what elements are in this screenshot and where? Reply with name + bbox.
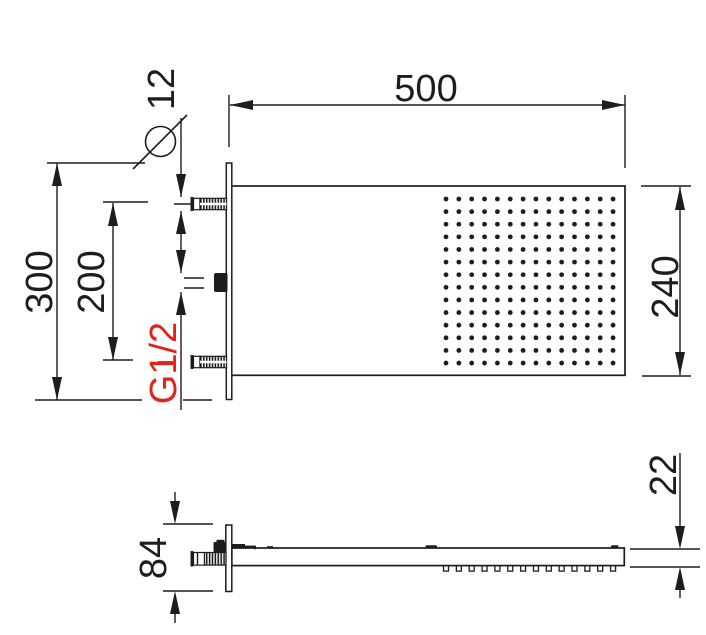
dim-label-bolt-spacing: 200 [71,250,113,313]
mounting-plate-side [225,524,233,593]
arrow-down [52,377,62,400]
dim-panel-thickness-22: 22 [630,453,700,598]
inlet-elbow [213,542,227,552]
arrow-up [52,163,62,186]
diameter-symbol [132,114,188,170]
arrow-down [675,352,685,375]
arrow-up [675,187,685,210]
nozzle-row [442,565,617,572]
supply-pipe-thin [245,545,254,549]
inlet-elbow-step [216,539,225,544]
bolt-cap [190,355,194,369]
dim-bolt-spacing-200: 200 [71,201,148,361]
bolt-cap [190,197,194,211]
dim-side-height-84: 84 [133,492,213,623]
supply-pipe [231,544,245,549]
mounting-bolt-top [190,197,228,211]
dim-label-panel-thickness: 22 [643,454,685,496]
bolt-tip [192,355,201,369]
bolt-thread [203,551,227,566]
bolt-tip [192,197,201,211]
top-clip-right [611,545,619,549]
dim-label-panel-height: 240 [645,255,687,318]
arrow-up-inlet [176,292,186,315]
mounting-bolt-side [190,551,227,567]
bolt-cap [190,551,194,567]
dim-width-500: 500 [228,68,626,168]
arrow-down [170,501,180,524]
front-view [190,162,626,401]
dim-label-plate-height: 300 [19,250,61,313]
shower-panel-front [230,185,626,377]
shower-panel-side [230,547,626,567]
dim-plate-height-300: 300 [19,162,212,401]
dim-panel-height-240: 240 [641,185,691,377]
mounting-bolt-bottom [190,355,228,369]
arrow-down [108,337,118,360]
dim-bolt-diameter-12: 12 G1/2 [132,68,204,410]
dim-label-side-height: 84 [133,537,175,579]
supply-pipe-tick [254,545,256,550]
top-detail-dash [267,546,273,548]
nozzle-dot-grid [443,196,616,366]
arrow-up [108,203,118,226]
arrow-up [170,591,180,614]
water-inlet-connector [214,273,228,292]
dim-label-bolt-diameter: 12 [141,68,183,110]
arrow-left [230,100,253,110]
arrow-right [602,100,625,110]
arrow-down [675,526,685,549]
arrow-up-bolt [176,211,186,234]
dim-label-inlet-thread: G1/2 [143,322,185,404]
arrow-down-bolt [176,174,186,197]
arrow-down-inlet [176,250,186,273]
arrow-up [675,567,685,590]
dim-label-width: 500 [394,68,457,110]
top-clip-middle [425,545,437,549]
bolt-tip [192,551,206,566]
side-view [190,524,626,593]
